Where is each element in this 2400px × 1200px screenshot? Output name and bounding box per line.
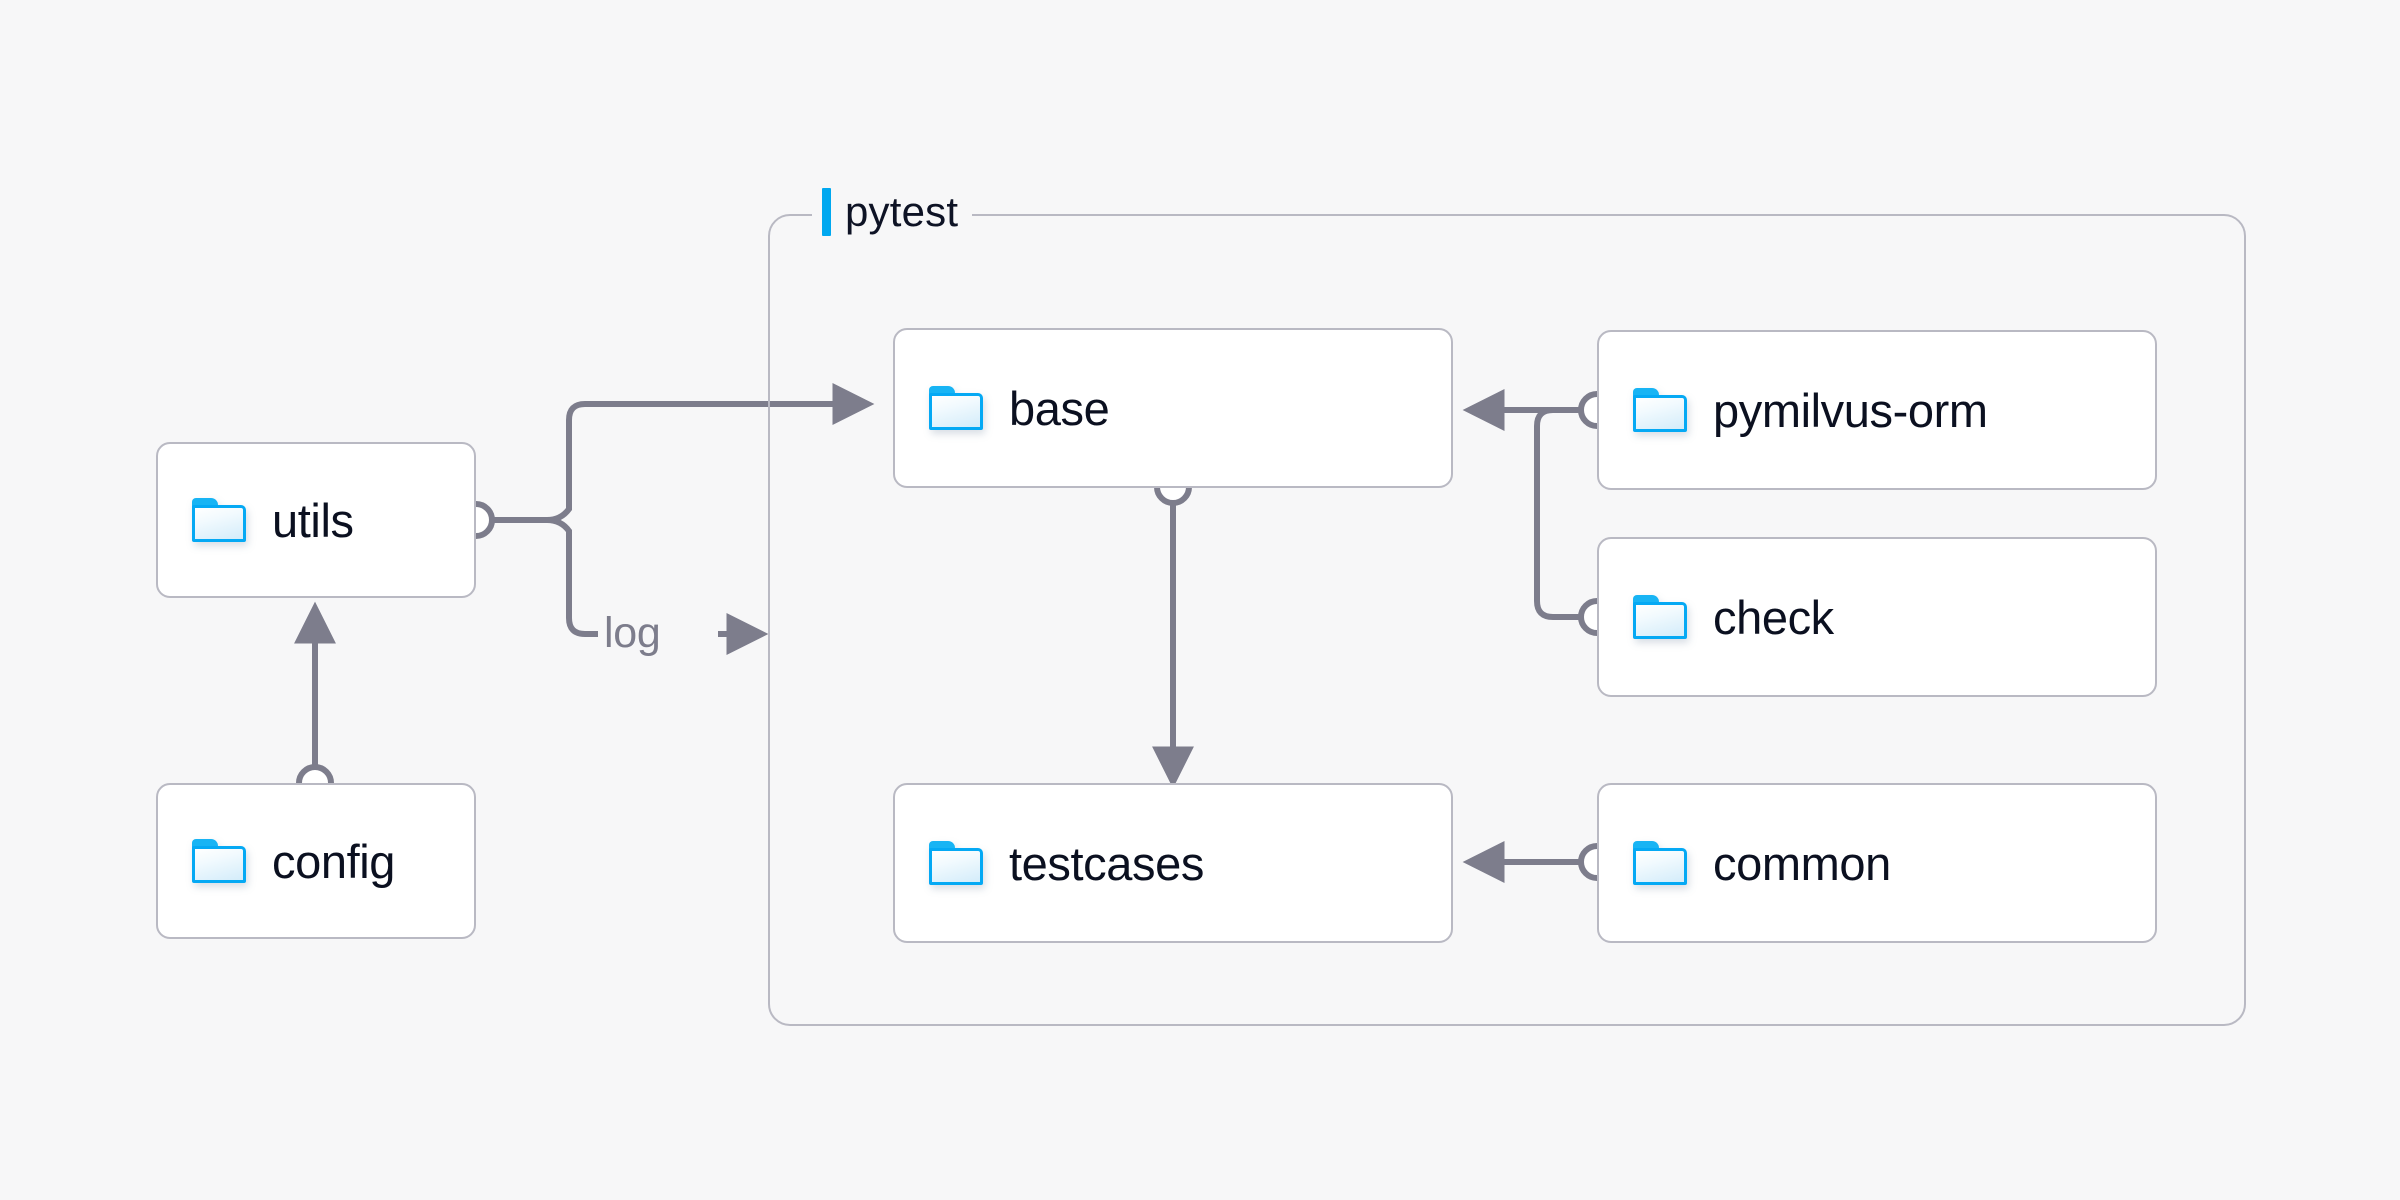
node-common-label: common: [1713, 836, 1891, 890]
node-base-label: base: [1009, 381, 1110, 435]
folder-icon: [192, 839, 246, 883]
edge-label-log: log: [604, 609, 661, 657]
node-utils-label: utils: [272, 493, 354, 547]
node-testcases-label: testcases: [1009, 836, 1204, 890]
accent-bar-icon: [822, 188, 831, 236]
node-pymilvus-orm-label: pymilvus-orm: [1713, 383, 1988, 437]
node-check[interactable]: check: [1597, 537, 2157, 697]
folder-icon: [1633, 388, 1687, 432]
node-config[interactable]: config: [156, 783, 476, 939]
folder-icon: [1633, 595, 1687, 639]
node-check-label: check: [1713, 590, 1834, 644]
folder-icon: [192, 498, 246, 542]
folder-icon: [929, 841, 983, 885]
node-base[interactable]: base: [893, 328, 1453, 488]
edge-config-to-utils: [294, 601, 336, 802]
group-pytest-title: pytest: [845, 188, 959, 235]
node-config-label: config: [272, 834, 396, 888]
group-pytest[interactable]: [768, 214, 2246, 1026]
node-pymilvus-orm[interactable]: pymilvus-orm: [1597, 330, 2157, 490]
node-common[interactable]: common: [1597, 783, 2157, 943]
folder-icon: [1633, 841, 1687, 885]
node-utils[interactable]: utils: [156, 442, 476, 598]
folder-icon: [929, 386, 983, 430]
group-pytest-label: pytest: [812, 188, 973, 236]
node-testcases[interactable]: testcases: [893, 783, 1453, 943]
